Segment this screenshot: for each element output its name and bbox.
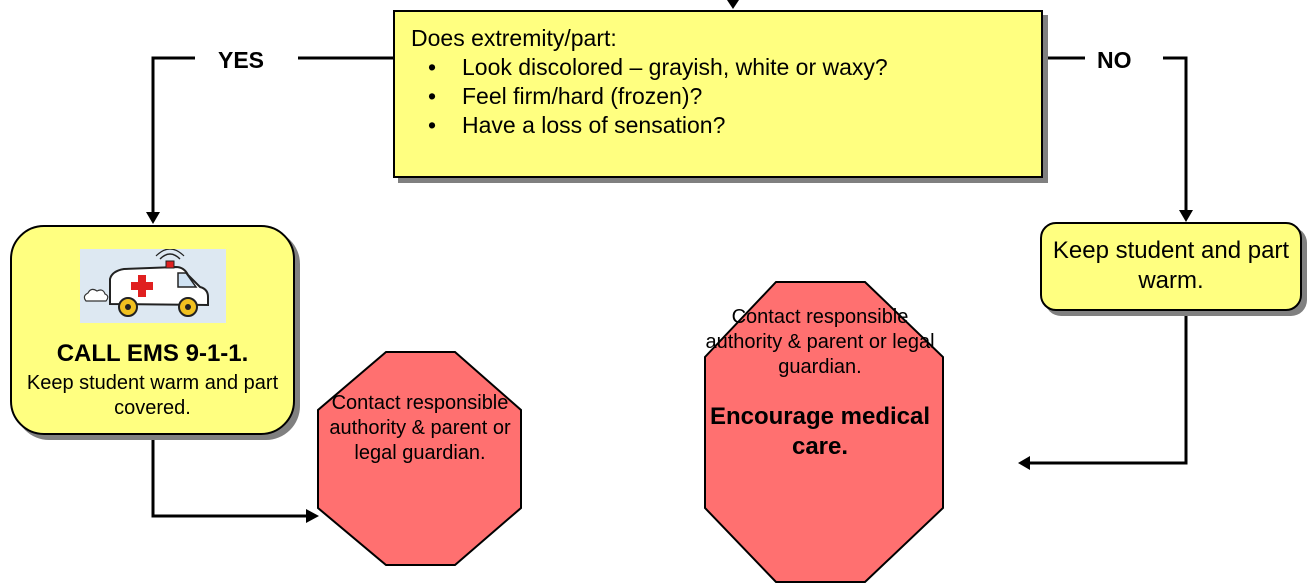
yes-branch-label: YES bbox=[218, 47, 265, 73]
encourage-medical-care-text: Encourage medical care. bbox=[709, 403, 931, 460]
bullet-icon: • bbox=[428, 83, 437, 109]
criteria-text: Feel firm/hard (frozen)? bbox=[462, 83, 703, 109]
contact-authority-block-no: Contact responsible authority & parent o… bbox=[705, 305, 935, 462]
decision-criteria-list: • Look discolored – grayish, white or wa… bbox=[411, 53, 1025, 140]
incoming-arrow bbox=[727, 0, 739, 9]
warm-to-contact-connector bbox=[1018, 316, 1188, 470]
call-ems-box: CALL EMS 9-1-1. Keep student warm and pa… bbox=[10, 225, 295, 435]
call-ems-instruction: Keep student warm and part covered. bbox=[26, 372, 279, 419]
no-branch-label: NO bbox=[1097, 47, 1132, 73]
bullet-icon: • bbox=[428, 54, 437, 80]
contact-stop-sign-no bbox=[704, 281, 944, 583]
no-branch-connector bbox=[1043, 56, 1193, 222]
criteria-text: Look discolored – grayish, white or waxy… bbox=[462, 54, 888, 80]
criteria-item: • Have a loss of sensation? bbox=[411, 111, 1025, 140]
decision-box: Does extremity/part: • Look discolored –… bbox=[393, 10, 1043, 178]
contact-authority-text-yes: Contact responsible authority & parent o… bbox=[329, 392, 511, 464]
ems-to-contact-connector bbox=[151, 440, 319, 523]
criteria-text: Have a loss of sensation? bbox=[462, 112, 726, 138]
keep-warm-instruction: Keep student and part warm. bbox=[1052, 237, 1290, 294]
decision-question: Does extremity/part: bbox=[411, 25, 617, 51]
criteria-item: • Feel firm/hard (frozen)? bbox=[411, 82, 1025, 111]
criteria-item: • Look discolored – grayish, white or wa… bbox=[411, 53, 1025, 82]
contact-authority-text-no: Contact responsible authority & parent o… bbox=[705, 306, 935, 378]
yes-branch-connector bbox=[146, 56, 393, 224]
ambulance-icon bbox=[80, 249, 226, 323]
keep-warm-box: Keep student and part warm. bbox=[1040, 222, 1302, 311]
bullet-icon: • bbox=[428, 112, 437, 138]
call-ems-title: CALL EMS 9-1-1. bbox=[56, 340, 249, 367]
contact-stop-sign-yes bbox=[317, 351, 522, 566]
